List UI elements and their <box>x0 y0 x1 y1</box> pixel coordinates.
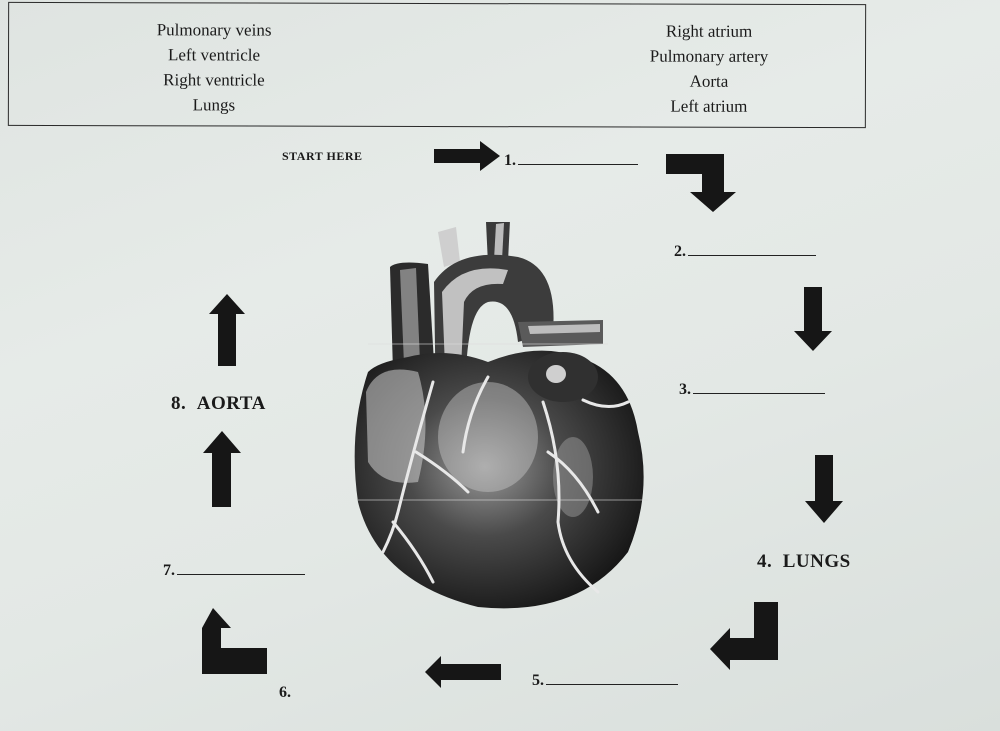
arrow-up-icon <box>209 294 245 366</box>
arrow-corner-down-icon <box>666 154 740 212</box>
step-5: 5. <box>532 672 678 690</box>
step-3: 3. <box>679 381 825 399</box>
arrow-right-icon <box>434 141 500 171</box>
step-number: 7. <box>163 562 175 579</box>
step-4: 4. LUNGS <box>757 551 851 573</box>
step-number: 8. <box>171 393 187 414</box>
answer-blank[interactable] <box>546 684 678 685</box>
word-bank-item: Pulmonary veins <box>156 20 272 40</box>
word-bank-item: Right ventricle <box>163 70 265 90</box>
word-bank-item: Pulmonary artery <box>649 46 769 66</box>
answer-blank[interactable] <box>693 393 825 394</box>
step-2: 2. <box>674 243 816 261</box>
step-number: 5. <box>532 672 544 689</box>
step-number: 1. <box>504 152 516 169</box>
word-bank-left-column: Pulmonary veins Left ventricle Right ven… <box>129 17 299 117</box>
start-here-label: START HERE <box>282 149 363 163</box>
arrow-down-icon <box>794 287 832 351</box>
word-bank-item: Right atrium <box>665 21 753 41</box>
step-number: 6. <box>279 684 291 701</box>
arrow-corner-up-icon <box>193 608 267 674</box>
step-6: 6. <box>279 684 291 702</box>
arrow-left-icon <box>425 656 501 688</box>
answer-blank[interactable] <box>518 164 638 165</box>
word-bank-item: Lungs <box>192 95 236 115</box>
word-bank-right-column: Right atrium Pulmonary artery Aorta Left… <box>599 18 819 119</box>
step-7: 7. <box>163 562 305 580</box>
step-1: 1. <box>504 152 638 170</box>
step-answer: LUNGS <box>782 551 851 572</box>
step-number: 2. <box>674 243 686 260</box>
step-8: 8. AORTA <box>171 393 266 415</box>
word-bank-item: Left atrium <box>670 96 748 116</box>
step-answer: AORTA <box>196 393 266 414</box>
word-bank-item: Left ventricle <box>167 45 261 65</box>
answer-blank[interactable] <box>177 574 305 575</box>
word-bank-item: Aorta <box>689 71 729 91</box>
step-number: 3. <box>679 381 691 398</box>
answer-blank[interactable] <box>688 255 816 256</box>
step-number: 4. <box>757 551 773 572</box>
heart-illustration <box>338 222 658 612</box>
word-bank-box: Pulmonary veins Left ventricle Right ven… <box>7 1 867 129</box>
arrow-down-icon <box>805 455 843 523</box>
arrow-corner-left-icon <box>710 602 778 670</box>
arrow-up-icon <box>203 431 241 507</box>
